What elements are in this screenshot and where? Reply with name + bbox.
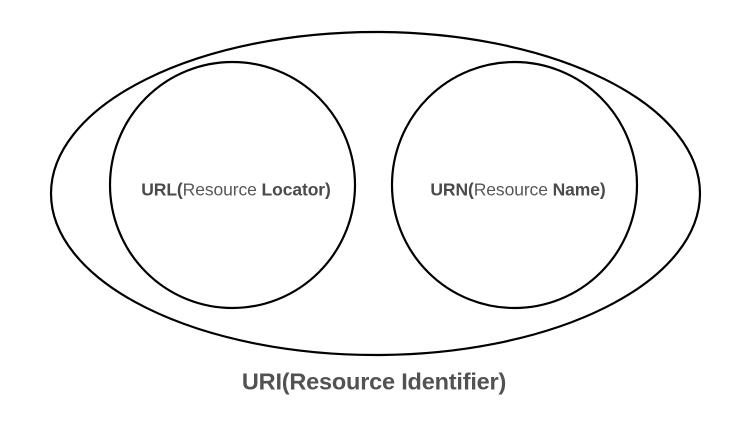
label-url-acronym: URL( xyxy=(141,179,183,200)
label-urn-tail: Name) xyxy=(552,179,606,200)
label-url-middle: Resource xyxy=(182,179,262,200)
label-url: URL(Resource Locator) xyxy=(141,179,331,200)
inner-circle-url xyxy=(108,60,357,310)
label-urn-middle: Resource xyxy=(473,179,553,200)
label-urn: URN(Resource Name) xyxy=(430,181,605,199)
label-urn-acronym: URN( xyxy=(430,179,474,200)
label-uri-caption: URI(Resource Identifier) xyxy=(241,368,507,395)
label-url-tail: Locator) xyxy=(261,179,331,200)
outer-ellipse-uri xyxy=(49,30,702,357)
inner-circle-urn xyxy=(390,60,639,310)
